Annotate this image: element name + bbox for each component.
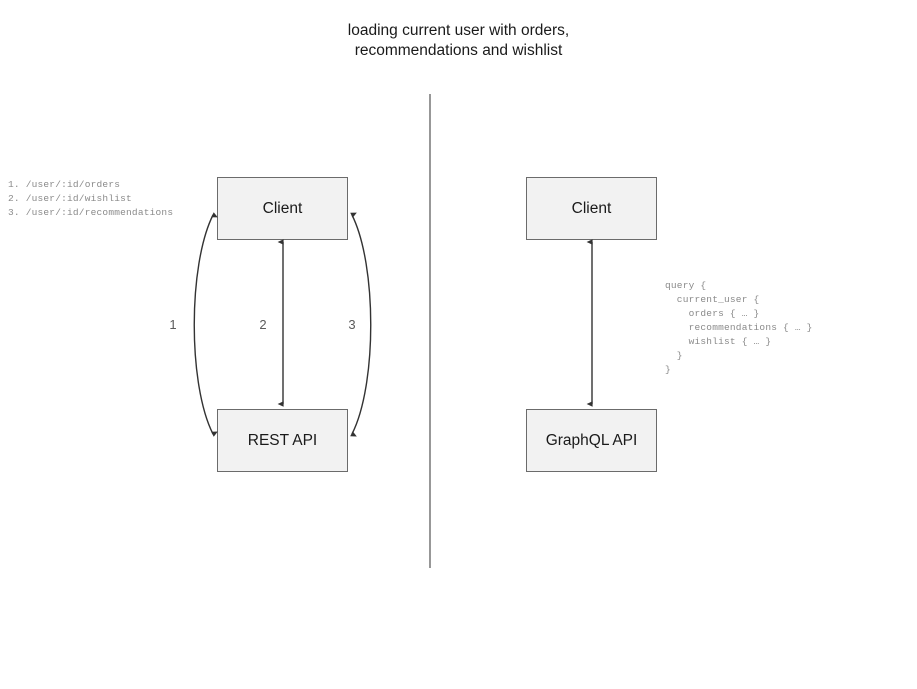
node-client-rest[interactable]: Client (217, 177, 348, 240)
node-graphql-api[interactable]: GraphQL API (526, 409, 657, 472)
node-rest-api-label: REST API (247, 431, 318, 449)
edge-label-1: 1 (169, 317, 177, 332)
graphql-query-block: query { current_user { orders { … } reco… (665, 280, 813, 375)
node-client-graphql-label: Client (571, 199, 612, 217)
rest-endpoint-list: 1. /user/:id/orders 2. /user/:id/wishlis… (8, 179, 174, 218)
node-client-graphql[interactable]: Client (526, 177, 657, 240)
node-rest-api[interactable]: REST API (217, 409, 348, 472)
edge-label-3: 3 (348, 317, 356, 332)
node-graphql-api-label: GraphQL API (545, 431, 638, 449)
edge-label-2: 2 (259, 317, 267, 332)
edge-1-rest-arc-left (193, 212, 218, 437)
node-client-rest-label: Client (262, 199, 303, 217)
page-title: loading current user with orders, recomm… (347, 22, 570, 59)
